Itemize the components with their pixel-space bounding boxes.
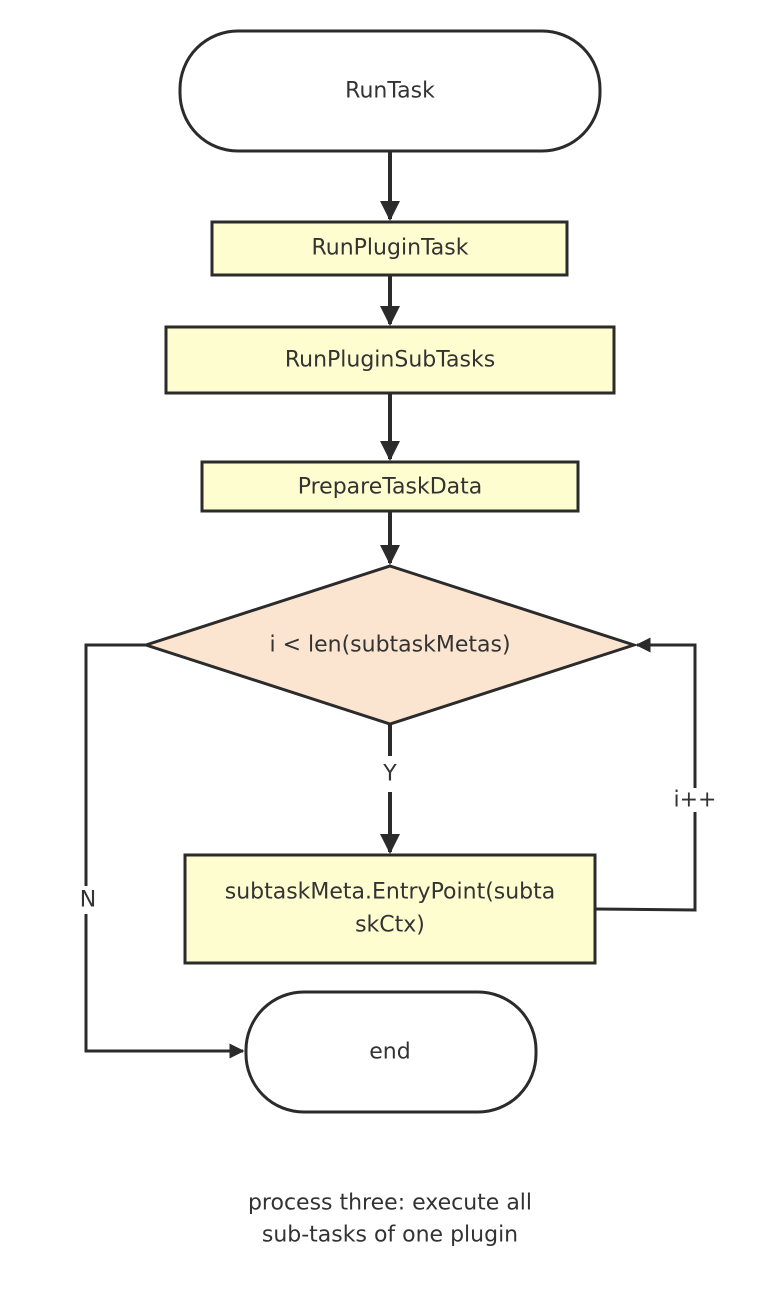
runplugintask-label: RunPluginTask: [311, 236, 468, 261]
runplugintask-process: [210, 220, 569, 277]
preparetaskdata-label: PrepareTaskData: [298, 475, 483, 500]
loop-condition-label: i < len(subtaskMetas): [269, 633, 510, 658]
increment-loop-edge-lower: [594, 812, 697, 912]
entrypoint-process: [183, 853, 597, 965]
preparetaskdata-process: [200, 460, 580, 513]
runpluginsubtasks-label: RunPluginSubTasks: [285, 348, 495, 373]
start-terminal-label: RunTask: [345, 79, 435, 104]
caption-line2: sub-tasks of one plugin: [262, 1223, 518, 1248]
increment-loop-edge-upper: [635, 637, 697, 788]
no-edge-lower: [84, 914, 245, 1059]
caption-line1: process three: execute all: [248, 1191, 532, 1216]
no-edge-upper: [84, 643, 146, 886]
end-terminal-label: end: [369, 1040, 410, 1065]
entrypoint-label-line2: skCtx): [355, 913, 425, 938]
entrypoint-label-line1: subtaskMeta.EntryPoint(subta: [225, 880, 556, 905]
no-edge-label: N: [80, 888, 96, 913]
end-terminal: [244, 990, 538, 1114]
yes-edge-label: Y: [382, 762, 397, 787]
increment-edge-label: i++: [674, 788, 717, 813]
